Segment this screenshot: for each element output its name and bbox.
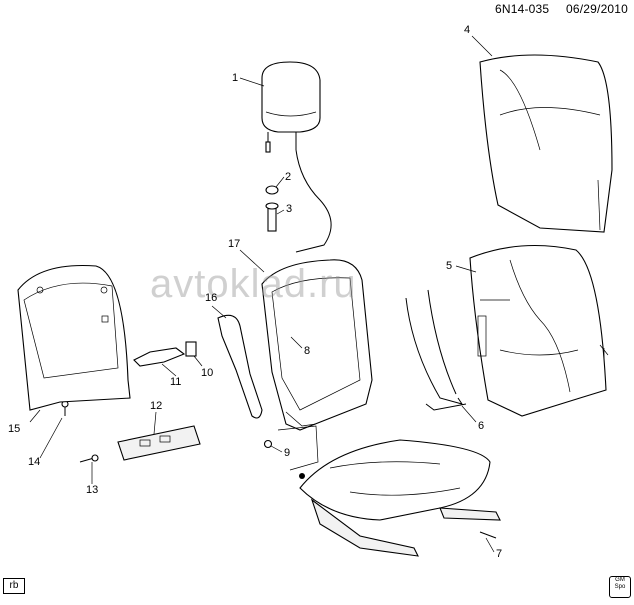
corner-badge: GM Spo — [609, 576, 631, 598]
callout-6: 6 — [478, 420, 485, 432]
bracket-bracket — [277, 425, 319, 471]
callout-8: 8 — [304, 345, 311, 357]
lumbar-bracket-part — [133, 341, 197, 367]
badge-line-2: Spo — [614, 584, 626, 590]
rear-panel-part — [17, 264, 131, 411]
callout-14: 14 — [28, 456, 41, 468]
seat-cushion-part — [299, 439, 501, 557]
watermark: avtoklad.ru — [150, 262, 357, 306]
control-module-part — [117, 425, 201, 461]
diagram-code: 6N14-035 — [495, 2, 550, 16]
seatback-pad-part — [469, 244, 609, 417]
callout-13: 13 — [86, 484, 99, 496]
pin-part — [79, 454, 99, 463]
fastener-part — [61, 400, 69, 416]
bolt-part — [263, 439, 273, 449]
wire-rod-part — [405, 289, 467, 411]
callout-17: 17 — [228, 238, 241, 250]
callout-15: 15 — [8, 423, 21, 435]
leader-lines — [29, 35, 495, 553]
corner-tag: rb — [3, 578, 25, 594]
callout-10: 10 — [201, 367, 214, 379]
callout-1: 1 — [232, 72, 239, 84]
callout-3: 3 — [286, 203, 293, 215]
headrest-part — [261, 61, 321, 153]
callout-12: 12 — [150, 400, 163, 412]
headrest-cable — [295, 149, 332, 253]
guide-sleeve-part — [265, 202, 279, 232]
callout-4: 4 — [464, 24, 471, 36]
diagram-date: 06/29/2010 — [566, 2, 629, 16]
callout-2: 2 — [285, 171, 292, 183]
guide-ring-part — [265, 185, 279, 195]
side-trim-part — [217, 314, 263, 419]
badge-line-1: GM — [615, 577, 625, 583]
callout-11: 11 — [170, 376, 182, 388]
callout-16: 16 — [205, 292, 218, 304]
callout-7: 7 — [496, 548, 503, 560]
callout-5: 5 — [446, 260, 453, 272]
callout-9: 9 — [284, 447, 291, 459]
seatback-frame-part — [261, 259, 373, 431]
seatback-cover-part — [479, 54, 613, 233]
